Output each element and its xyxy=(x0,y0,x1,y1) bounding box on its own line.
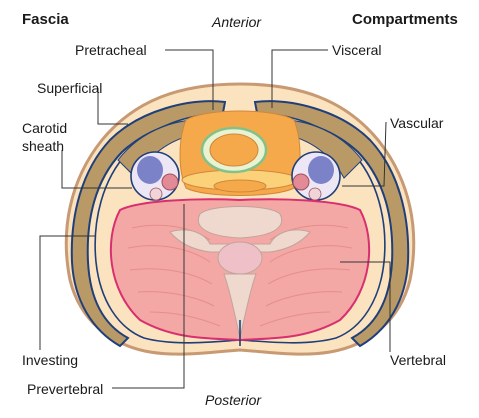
leader-carotid-sheath xyxy=(61,150,132,189)
compartments-heading: Compartments xyxy=(352,11,458,28)
vertebral-body xyxy=(198,206,282,239)
leader-superficial xyxy=(97,88,128,125)
carotid-sheath-right xyxy=(291,151,341,201)
leader-investing xyxy=(39,235,96,350)
fascia-heading: Fascia xyxy=(22,11,69,28)
leader-visceral xyxy=(271,49,328,108)
anterior-label: Anterior xyxy=(212,14,262,30)
visceral-label: Visceral xyxy=(332,42,382,58)
posterior-label: Posterior xyxy=(205,392,262,408)
leader-vascular xyxy=(342,121,387,187)
leader-pretracheal xyxy=(165,49,214,110)
carotid-label: Carotid xyxy=(22,120,68,136)
superficial-label: Superficial xyxy=(37,80,103,96)
leader-vertebral xyxy=(340,261,391,352)
vertebral-label: Vertebral xyxy=(390,352,447,368)
esophagus xyxy=(213,179,267,193)
investing-label: Investing xyxy=(22,352,79,368)
investing-fascia-right xyxy=(253,100,410,348)
pretracheal-label: Pretracheal xyxy=(75,42,147,58)
leader-prevertebral xyxy=(112,204,185,389)
spinal-cord xyxy=(217,241,263,275)
trachea-lumen xyxy=(209,133,259,167)
carotid-sheath-left xyxy=(130,151,180,201)
investing-fascia-left xyxy=(70,100,227,348)
muscle-striations xyxy=(127,224,353,327)
sheath-label: sheath xyxy=(22,138,65,154)
prevertebral-label: Prevertebral xyxy=(27,381,104,397)
vascular-label: Vascular xyxy=(390,115,444,131)
transverse-processes xyxy=(169,229,311,253)
leader-lines xyxy=(39,49,391,389)
